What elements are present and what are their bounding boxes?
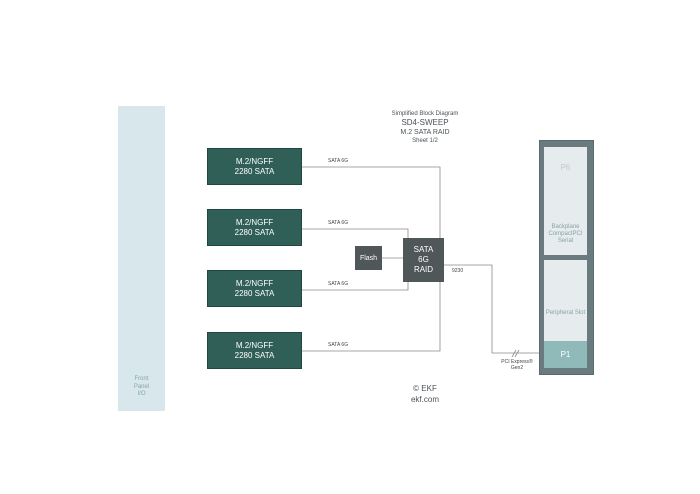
p1-connector: P1 — [544, 341, 587, 368]
m2-module-sublabel: 2280 SATA — [234, 166, 275, 176]
link-line-3 — [302, 282, 409, 291]
peripheral-slot-label: Peripheral Slot — [545, 310, 586, 316]
m2-module-3: M.2/NGFF 2280 SATA — [207, 270, 302, 307]
link-line-2 — [302, 228, 409, 238]
pcie-lane-tick-2 — [514, 349, 520, 358]
pcie-lane-tick-1 — [511, 349, 517, 358]
m2-module-label: M.2/NGFF — [235, 217, 274, 227]
pcie-link-line — [444, 264, 544, 354]
m2-module-4: M.2/NGFF 2280 SATA — [207, 332, 302, 369]
p6-label: P6 — [560, 163, 571, 172]
m2-module-1: M.2/NGFF 2280 SATA — [207, 148, 302, 185]
diagram-title: SD4-SWEEP — [401, 118, 449, 127]
sata-link-label-3: SATA 6G — [328, 281, 349, 287]
backplane-slot-p6: P6 Backplane CompactPCI Serial — [544, 147, 587, 255]
pcie-label: PCI Express® Gen2 — [501, 359, 533, 371]
m2-module-sublabel: 2280 SATA — [234, 227, 275, 237]
front-panel-io — [118, 106, 165, 411]
m2-module-label: M.2/NGFF — [235, 278, 274, 288]
m2-module-2: M.2/NGFF 2280 SATA — [207, 209, 302, 246]
m2-module-label: M.2/NGFF — [235, 156, 274, 166]
sata-link-label-4: SATA 6G — [328, 342, 349, 348]
m2-module-sublabel: 2280 SATA — [234, 288, 275, 298]
raid-line-3: RAID — [413, 265, 434, 274]
m2-module-label: M.2/NGFF — [235, 340, 274, 350]
m2-module-sublabel: 2280 SATA — [234, 350, 275, 360]
copyright-block: © EKF ekf.com — [400, 383, 450, 405]
diagram-product: M.2 SATA RAID — [400, 129, 450, 136]
backplane-description: Backplane CompactPCI Serial — [548, 224, 583, 244]
diagram-sheet: Sheet 1/2 — [412, 138, 438, 144]
link-line-1 — [302, 166, 441, 238]
link-line-4 — [302, 282, 441, 352]
diagram-subtitle: Simplified Block Diagram — [391, 111, 459, 117]
raid-line-2: 6G — [418, 255, 429, 264]
raid-line-1: SATA — [413, 245, 434, 254]
diagram-title-block: Simplified Block Diagram SD4-SWEEP M.2 S… — [370, 110, 480, 145]
chip-label: 9230 — [452, 268, 464, 274]
sata-link-label-1: SATA 6G — [328, 158, 349, 164]
sata-link-label-2: SATA 6G — [328, 220, 349, 226]
front-panel-label: Front Panel I/O — [133, 376, 150, 397]
website-text: ekf.com — [410, 395, 439, 404]
sata-raid-controller: SATA 6G RAID — [403, 238, 444, 282]
flash-block: Flash — [355, 246, 382, 270]
copyright-text: © EKF — [413, 384, 437, 393]
